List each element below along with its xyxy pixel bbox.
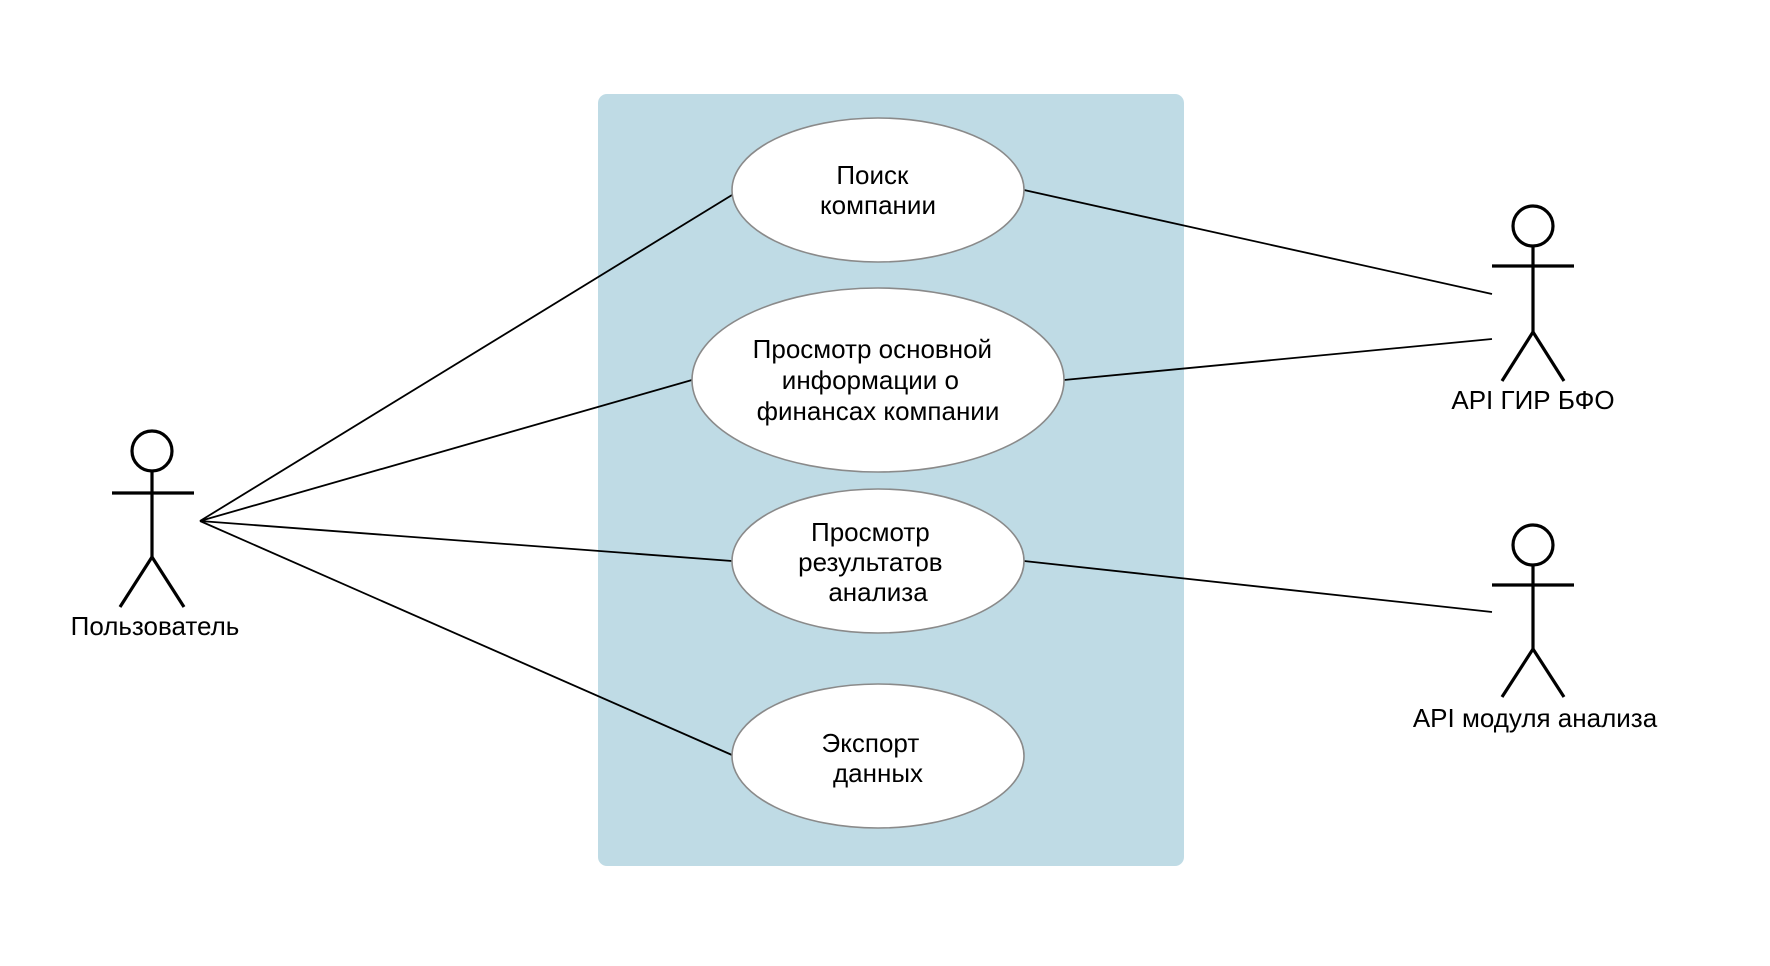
actor-api-analysis-icon [1492,523,1574,698]
associations [199,189,1493,756]
association-results-api-analysis [1023,560,1493,613]
association-search-api-gir-bfo [1023,189,1493,295]
use-case-search-ellipse [731,117,1025,263]
system-boundary [598,94,1184,866]
actor-api-analysis: API модуля анализа [1413,523,1658,733]
use-case-export: Экспорт данных [731,683,1025,829]
use-case-results-label: Просмотр результатов анализа [798,517,950,607]
association-overview-api-gir-bfo [1063,338,1493,381]
association-user-export [199,520,733,756]
use-case-overview-ellipse [691,287,1065,473]
use-case-export-ellipse [731,683,1025,829]
use-case-export-label: Экспорт данных [822,728,927,788]
association-user-search [199,194,733,522]
use-case-results: Просмотр результатов анализа [731,488,1025,634]
association-user-results [199,520,733,562]
actor-user-label: Пользователь [71,611,240,641]
actor-api-gir-bfo: API ГИР БФО [1451,204,1615,415]
use-case-results-ellipse [731,488,1025,634]
actor-user: Пользователь [71,429,240,641]
association-user-overview [199,379,693,522]
use-case-overview: Просмотр основной информации о финансах … [691,287,1065,473]
use-case-search-label: Поиск компании [820,160,936,220]
actor-api-gir-bfo-icon [1492,204,1574,382]
use-case-search: Поиск компании [731,117,1025,263]
actor-api-analysis-label: API модуля анализа [1413,703,1658,733]
actor-api-gir-bfo-label: API ГИР БФО [1451,385,1614,415]
use-case-overview-label: Просмотр основной информации о финансах … [753,334,1000,426]
actor-user-icon [112,429,194,608]
